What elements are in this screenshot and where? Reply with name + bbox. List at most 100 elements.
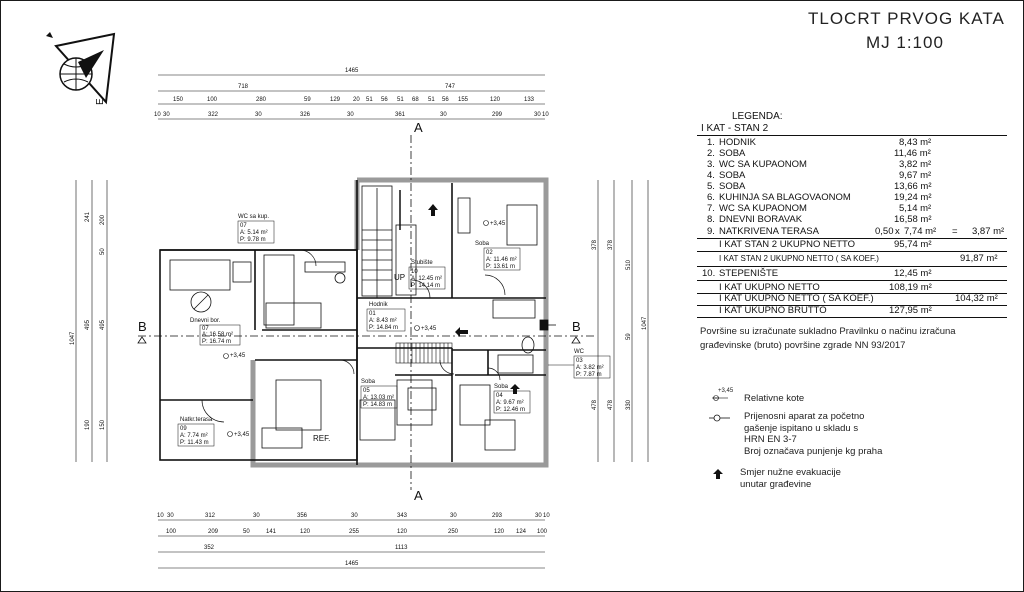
legend-row-7: 7. WC SA KUPAONOM 5,14 m² [707,203,932,214]
area-note-line-2: građevinske (bruto) površine zgrade NN 9… [700,340,906,351]
dim-top4-0: 10 [154,112,161,118]
dim-bot3-1: 1113 [395,545,408,551]
legend-total-net: I KAT UKUPNO NETTO 108,19 m² [719,282,932,293]
svg-text:+3,45: +3,45 [490,221,506,227]
evac-line-1: Smjer nužne evakuacije [740,467,841,478]
svg-text:03: 03 [576,358,583,364]
walls [159,180,546,465]
dim-left-b2: 190 [85,419,91,430]
dim-right-b1: 59 [626,333,632,340]
dim-bot1-1: 30 [167,513,174,519]
legend-evacuation-text: Smjer nužne evakuacije unutar građevine [740,467,841,490]
section-b-left-arrow [137,336,147,344]
dim-bot2-2: 50 [243,529,250,535]
svg-text:Soba: Soba [494,384,509,390]
svg-text:02: 02 [486,250,493,256]
svg-text:07: 07 [240,223,247,229]
svg-text:A: 7.74 m²: A: 7.74 m² [180,433,208,439]
legend-row-5: 5. SOBA 13,66 m² [707,181,932,192]
dim-top3-2: 280 [256,97,267,103]
legend-total-net-koef: I KAT UKUPNO NETTO ( SA KOEF.) 104,32 m² [719,293,998,304]
dim-top4-9: 30 [534,112,541,118]
dim-bot2-0: 100 [166,529,177,535]
dimension-lines-top [158,74,545,120]
room-tag-soba-br: Soba 04 A: 9.67 m² P: 12.46 m [493,384,531,414]
legend-evacuation-icon [713,469,723,479]
legend-subheading: I KAT - STAN 2 [701,123,769,134]
room-tag-hodnik: Hodnik 01 A: 8.43 m² P: 14.84 m [366,302,406,332]
legend-row-9: 9. NATKRIVENA TERASA 0,50 x 7,74 m² = 3,… [707,226,1005,237]
svg-text:P: 14.84 m: P: 14.84 m [369,325,398,331]
stairs-up-label: UP [394,273,405,282]
room-tag-terasa: Natkr.terasa 09 A: 7.74 m² P: 11.43 m [177,417,215,447]
dim-top4-5: 30 [347,112,354,118]
svg-text:A: 12.45 m²: A: 12.45 m² [411,276,442,282]
legend-extinguisher-icon [709,414,730,422]
dim-bot1-5: 30 [351,513,358,519]
dim-top-total: 1465 [345,68,359,74]
drawing-title: TLOCRT PRVOG KATA [808,9,1005,28]
svg-text:07: 07 [202,326,209,332]
section-b-left: B [138,319,147,334]
dim-right-a3b: 478 [608,399,614,410]
svg-text:P: 12.46 m: P: 12.46 m [496,407,525,413]
svg-text:P: 7.87 m: P: 7.87 m [576,372,602,378]
dim-bot2-1: 209 [208,529,219,535]
dim-top3-5: 20 [353,97,360,103]
svg-text:E: E [95,98,106,105]
dim-top3-12: 155 [458,97,469,103]
dim-top3-6: 51 [366,97,373,103]
dim-top3-7: 56 [381,97,388,103]
legend-total-brutto: I KAT UKUPNO BRUTTO 127,95 m² [719,305,932,316]
svg-text:09: 09 [180,426,187,432]
room-tag-wc: WC 03 A: 3.82 m² P: 7.87 m [548,349,611,379]
evacuation-arrow-icon [428,204,520,394]
room-tag-stube: Stubište 10 A: 12.45 m² P: 14.14 m [408,260,446,290]
dim-top-747: 747 [445,84,456,90]
dim-bot-total: 1465 [345,561,359,567]
ext-line-1: Prijenosni aparat za početno [744,411,865,422]
dim-bot2-9: 124 [516,529,527,535]
svg-text:01: 01 [369,311,376,317]
ext-line-4: Broj označava punjenje kg praha [744,445,883,457]
legend-row-3: 3. WC SA KUPAONOM 3,82 m² [707,159,932,170]
svg-text:P: 14.14 m: P: 14.14 m [411,283,440,289]
dim-top4-8: 299 [492,112,503,118]
radiator [395,342,453,364]
dim-top3-4: 129 [330,97,341,103]
legend-net: I KAT STAN 2 UKUPNO NETTO 95,74 m² [719,239,932,250]
dim-left-c4: 150 [100,419,106,430]
dim-top3-11: 56 [442,97,449,103]
svg-text:P: 13.61 m: P: 13.61 m [486,264,515,270]
svg-text:P: 11.43 m: P: 11.43 m [180,440,209,446]
dim-top3-3: 59 [304,97,311,103]
dim-bot2-5: 255 [349,529,360,535]
dim-bot1-10: 10 [543,513,550,519]
ext-line-2: gašenje ispitano u skladu s [744,422,859,434]
dim-top3-14: 133 [524,97,535,103]
dim-bot2-7: 250 [448,529,459,535]
room-tag-soba-bl: Soba 05 A: 13.03 m² P: 14.83 m [360,379,398,409]
dim-top3-1: 100 [207,97,218,103]
svg-text:WC sa kup.: WC sa kup. [238,214,269,220]
compass-icon: E [46,32,116,105]
svg-text:P: 16.74 m: P: 16.74 m [202,339,231,345]
dim-right-b0: 510 [626,259,632,270]
area-note-line-1: Površine su izračunate sukladno Pravilnk… [700,326,956,337]
drawing-scale: MJ 1:100 [866,33,944,52]
dim-top3-9: 68 [412,97,419,103]
dim-left-c3: 495 [100,319,106,330]
fridge-label: REF. [313,434,330,443]
fire-extinguisher-icon [539,319,556,331]
dim-top4-4: 326 [300,112,311,118]
svg-text:A: 13.03 m²: A: 13.03 m² [363,395,394,401]
dim-bot2-8: 120 [494,529,505,535]
dim-bot1-3: 30 [253,513,260,519]
section-a-bottom: A [414,488,423,503]
svg-text:P: 9.78 m: P: 9.78 m [240,237,266,243]
dim-bot1-2: 312 [205,513,216,519]
svg-text:A: 9.67 m²: A: 9.67 m² [496,400,524,406]
staircase [361,185,417,298]
dim-right-b3: 330 [626,399,632,410]
dim-top4-7: 30 [440,112,447,118]
